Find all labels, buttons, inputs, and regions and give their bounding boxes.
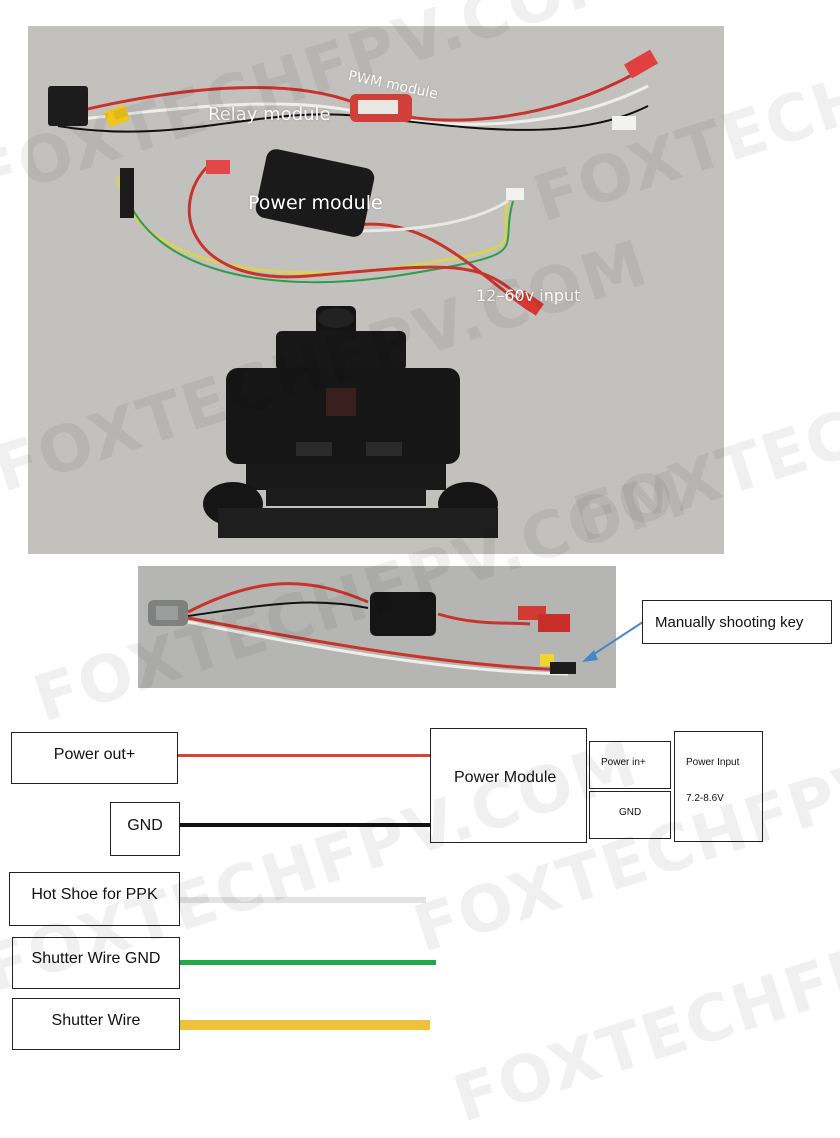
gnd-wire-label: GND bbox=[110, 802, 180, 856]
shutter-wire-label: Shutter Wire bbox=[12, 998, 180, 1050]
relay-module-label: Relay module bbox=[208, 104, 331, 125]
power-module-box: Power Module bbox=[430, 728, 587, 843]
shutter-wire-gnd-text: Shutter Wire GND bbox=[31, 950, 161, 967]
power-module-label: Power module bbox=[248, 192, 383, 214]
power-module-title: Power Module bbox=[454, 769, 557, 786]
manual-shooting-key-label: Manually shooting key bbox=[655, 613, 804, 631]
power-in-plus-text: Power in+ bbox=[601, 757, 646, 768]
shutter-cable-illustration bbox=[138, 566, 616, 688]
shutter-wire-text: Shutter Wire bbox=[51, 1012, 141, 1029]
wiring-kit-illustration bbox=[28, 26, 724, 554]
input-voltage-label: 12–60v input bbox=[476, 286, 581, 305]
callout-arrow bbox=[582, 615, 653, 662]
hot-shoe-label: Hot Shoe for PPK bbox=[9, 872, 180, 926]
gnd-wire-text: GND bbox=[127, 817, 163, 834]
gnd-wire bbox=[180, 823, 430, 827]
shutter-wire-gnd-wire bbox=[180, 960, 436, 965]
power-input-voltage: 7.2-8.6V bbox=[686, 793, 724, 804]
power-input-text: Power Input bbox=[686, 757, 740, 768]
shutter-cable-photo bbox=[138, 566, 616, 688]
power-out-label: Power out+ bbox=[11, 732, 178, 784]
hot-shoe-wire bbox=[180, 897, 426, 903]
watermark: FOXTECHFPV.COM bbox=[445, 856, 840, 1138]
power-in-plus-box: Power in+ bbox=[589, 741, 671, 789]
power-out-wire bbox=[178, 754, 430, 757]
gnd-terminal-text: GND bbox=[619, 807, 642, 818]
wiring-kit-photo: PWM module Relay module Power module 12–… bbox=[28, 26, 724, 554]
power-input-box: Power Input 7.2-8.6V bbox=[674, 731, 763, 842]
gnd-terminal-box: GND bbox=[589, 791, 671, 839]
hot-shoe-text: Hot Shoe for PPK bbox=[31, 886, 158, 903]
power-out-text: Power out+ bbox=[53, 746, 136, 763]
manual-shooting-key-callout: Manually shooting key bbox=[642, 600, 832, 644]
shutter-wire-gnd-label: Shutter Wire GND bbox=[12, 937, 180, 989]
shutter-wire bbox=[180, 1020, 430, 1030]
